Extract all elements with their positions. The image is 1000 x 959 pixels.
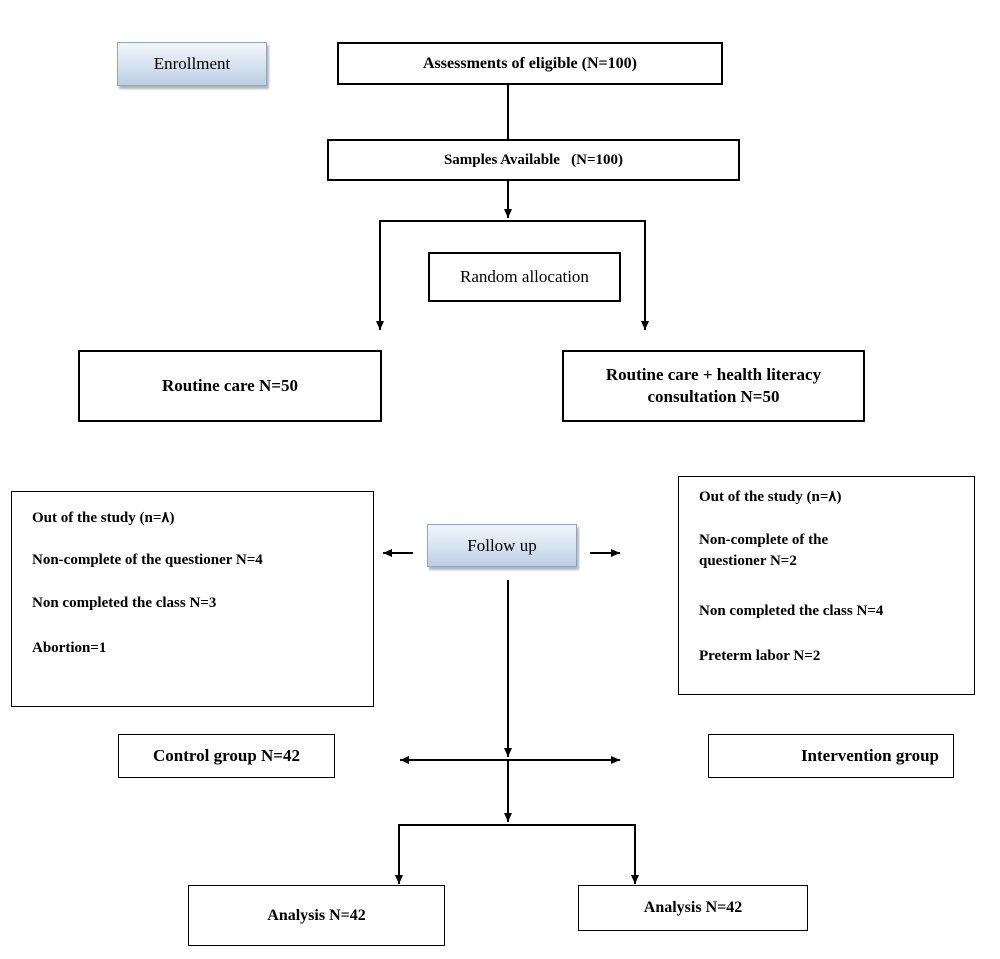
routine-care-plus-box: Routine care + health literacy consultat… (562, 350, 865, 422)
analysis-control-box: Analysis N=42 (188, 885, 445, 946)
dropout-item: Non completed the class N=4 (699, 603, 884, 619)
dropout-item: Out of the study (n=٨) (32, 510, 175, 526)
dropout-item: Non completed the class N=3 (32, 595, 217, 611)
samples-box: Samples Available (N=100) (327, 139, 740, 181)
dropout-item: Out of the study (n=٨) (699, 489, 842, 505)
arrow-to-routine-care (376, 220, 508, 330)
dropout-item: Abortion=1 (32, 640, 107, 656)
enrollment-label: Enrollment (117, 42, 267, 86)
control-dropout-box: Out of the study (n=٨) Non-complete of t… (11, 491, 374, 707)
dropout-item: Non-complete of the questioner N=4 (32, 552, 263, 568)
dropout-item: Non-complete of the questioner N=2 (699, 532, 829, 569)
assessment-box: Assessments of eligible (N=100) (337, 42, 723, 85)
analysis-intervention-box: Analysis N=42 (578, 885, 808, 931)
dropout-item: Preterm labor N=2 (699, 648, 821, 664)
routine-care-box: Routine care N=50 (78, 350, 382, 422)
random-allocation-label: Random allocation (428, 252, 621, 302)
intervention-dropout-box: Out of the study (n=٨) Non-complete of t… (678, 476, 975, 695)
follow-up-label: Follow up (427, 524, 577, 567)
arrow-to-analysis-intervention (508, 824, 639, 884)
intervention-group-box: Intervention group (708, 734, 954, 778)
control-group-box: Control group N=42 (118, 734, 335, 778)
arrow-to-routine-care-plus (508, 220, 649, 330)
arrow-to-analysis-control (395, 824, 508, 884)
